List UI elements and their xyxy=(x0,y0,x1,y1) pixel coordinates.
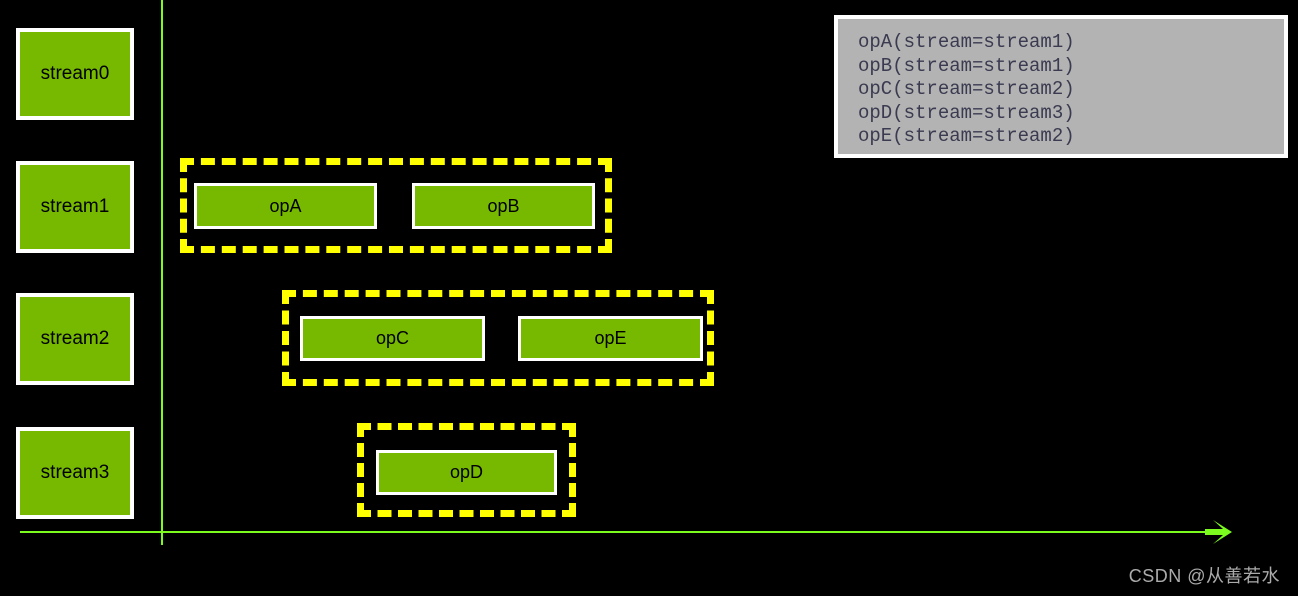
op-block-label: opB xyxy=(487,195,520,216)
arrow-right-icon xyxy=(1205,518,1235,546)
op-block-opA: opA xyxy=(194,183,377,229)
code-line: opB(stream=stream1) xyxy=(858,54,1075,77)
op-block-opB: opB xyxy=(412,183,595,229)
code-line: opC(stream=stream2) xyxy=(858,78,1075,100)
op-block-opE: opE xyxy=(518,316,703,361)
group-highlight-stream2 xyxy=(282,290,714,386)
stream-label-text: stream0 xyxy=(40,63,110,84)
stream-label-2: stream2 xyxy=(16,293,134,385)
op-block-label: opC xyxy=(375,328,410,348)
op-block-opC: opC xyxy=(300,316,485,361)
group-highlight-stream1 xyxy=(180,158,612,253)
watermark: CSDN @从善若水 xyxy=(1128,566,1280,586)
code-line: opE(stream=stream2) xyxy=(858,125,1075,147)
stream-label-0: stream0 xyxy=(16,28,134,120)
code-line: opA(stream=stream1) xyxy=(858,31,1075,53)
op-block-label: opD xyxy=(449,462,484,482)
op-block-label: opA xyxy=(269,195,302,216)
stream-label-1: stream1 xyxy=(16,161,134,253)
stream-label-text: stream3 xyxy=(40,462,110,483)
group-highlight-stream3 xyxy=(357,423,576,517)
stream-label-text: stream2 xyxy=(40,328,110,349)
op-block-label: opE xyxy=(594,328,627,348)
code-line: opD(stream=stream3) xyxy=(858,101,1075,124)
op-block-opD: opD xyxy=(376,450,557,495)
code-listing-panel: opA(stream=stream1) opB(stream=stream1) … xyxy=(834,15,1288,158)
stream-label-3: stream3 xyxy=(16,427,134,519)
horizontal-time-axis-line xyxy=(20,531,1220,533)
stream-label-text: stream1 xyxy=(40,196,110,217)
vertical-axis-line xyxy=(161,0,163,545)
